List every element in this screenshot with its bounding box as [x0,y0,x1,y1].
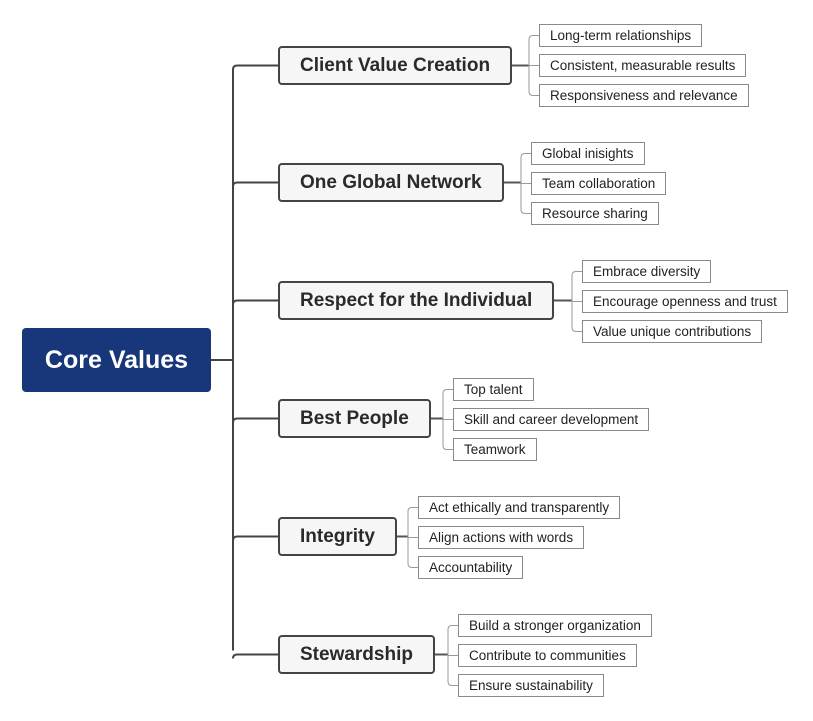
leaf-node[interactable]: Resource sharing [531,202,659,225]
branch-connector [232,299,278,305]
branch-connector [232,64,278,70]
root-label: Core Values [44,345,189,374]
branch-label: Stewardship [300,643,413,665]
leaf-node[interactable]: Skill and career development [453,408,650,431]
branch-label: Respect for the Individual [300,289,533,311]
leaf-node[interactable]: Value unique contributions [582,320,763,343]
branch-one-global-network[interactable]: One Global Network [278,163,504,202]
leaf-node[interactable]: Accountability [418,556,524,579]
branch-integrity[interactable]: Integrity [278,517,397,556]
branch-connector [232,535,278,541]
leaf-node[interactable]: Global inisights [531,142,645,165]
branch-stewardship[interactable]: Stewardship [278,635,435,674]
leaf-node[interactable]: Teamwork [453,438,537,461]
branch-best-people[interactable]: Best People [278,399,431,438]
branch-connector [232,653,278,659]
branch-label: Integrity [300,525,375,547]
leaf-node[interactable]: Contribute to communities [458,644,637,667]
leaf-node[interactable]: Consistent, measurable results [539,54,747,77]
leaf-node[interactable]: Build a stronger organization [458,614,652,637]
leaf-node[interactable]: Align actions with words [418,526,585,549]
branch-connector [232,417,278,423]
branch-respect-for-the-individual[interactable]: Respect for the Individual [278,281,555,320]
branch-label: One Global Network [300,171,482,193]
root-node-core-values[interactable]: Core Values [22,328,211,392]
leaf-node[interactable]: Responsiveness and relevance [539,84,749,107]
leaf-node[interactable]: Top talent [453,378,534,401]
branch-label: Client Value Creation [300,54,491,76]
leaf-node[interactable]: Ensure sustainability [458,674,604,697]
leaf-node[interactable]: Encourage openness and trust [582,290,788,313]
leaf-node[interactable]: Long-term relationships [539,24,703,47]
branch-label: Best People [300,407,409,429]
leaf-node[interactable]: Act ethically and transparently [418,496,621,519]
leaf-node[interactable]: Embrace diversity [582,260,712,283]
branch-client-value-creation[interactable]: Client Value Creation [278,46,513,85]
branch-connector [232,181,278,187]
leaf-node[interactable]: Team collaboration [531,172,667,195]
